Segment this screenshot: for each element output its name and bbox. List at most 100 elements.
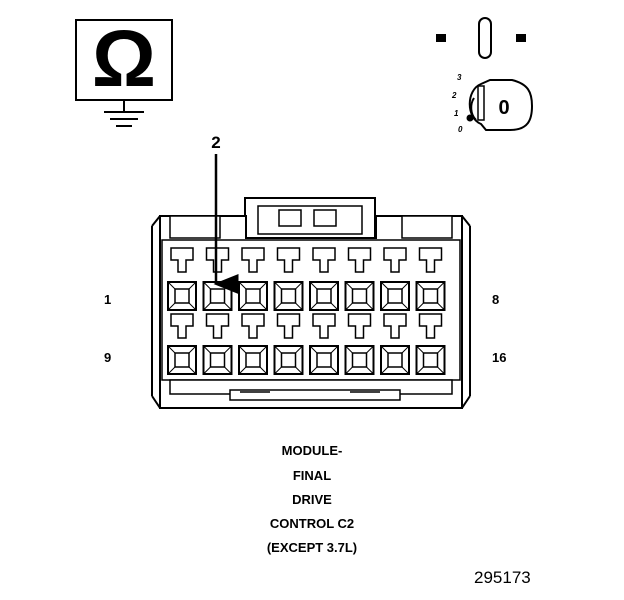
terminal-bevel-10-3 [224,366,232,375]
figure-number: 295173 [474,568,531,587]
terminal-inner-7 [387,288,403,304]
terminal-bevel-5-0 [309,281,318,290]
ignition-position-1: 1 [454,109,459,118]
terminal-bevel-5-3 [330,302,339,311]
terminal-bevel-2-2 [203,302,211,311]
terminal-lock-5 [312,247,336,273]
terminal-bevel-10-0 [203,345,211,354]
terminal-inner-6 [351,288,368,304]
ignition-switch-symbol: 0 3 2 1 0 [436,17,534,134]
ohmmeter-box [75,19,173,101]
terminal-lock-9 [170,313,194,339]
terminal-bevel-9-2 [167,366,176,375]
terminal-bevel-7-0 [380,281,389,290]
terminal-lock-8 [418,247,443,273]
terminal-bevel-2-0 [203,281,211,290]
terminal-lock-16 [418,313,443,339]
terminal-inner-12 [280,352,297,368]
terminal-bevel-12-0 [274,345,282,354]
caption-line-2: FINAL [292,468,332,483]
terminal-inner-9 [174,352,190,368]
key-position-label: 0 [498,97,509,119]
terminal-lock-3 [241,247,265,273]
terminal-bevel-12-3 [295,366,303,375]
terminal-inner-3 [245,288,261,304]
terminal-bevel-10-2 [203,366,211,375]
terminal-bevel-2-3 [224,302,232,311]
caption-line-1: MODULE- [281,443,343,458]
ignition-position-2: 2 [451,91,457,100]
terminal-bevel-1-3 [188,302,197,311]
latch-tab-right [313,209,337,227]
terminal-lock-1 [170,247,194,273]
terminal-bevel-16-1 [437,345,445,354]
ground-icon [104,111,144,127]
terminal-bevel-8-2 [416,302,424,311]
terminal-bevel-6-2 [345,302,353,311]
terminal-bevel-13-3 [330,366,339,375]
terminal-bevel-13-1 [330,345,339,354]
terminal-lock-4 [276,247,301,273]
pin-label-8: 8 [492,292,499,307]
terminal-bevel-10-1 [224,345,232,354]
terminal-bevel-16-0 [416,345,424,354]
terminal-bevel-16-2 [416,366,424,375]
ignition-position-0: 0 [458,125,463,134]
terminal-bevel-11-0 [238,345,247,354]
terminal-bevel-11-2 [238,366,247,375]
terminal-bevel-15-1 [401,345,410,354]
terminal-bevel-8-1 [437,281,445,290]
terminal-inner-16 [422,352,439,368]
battery-terminal-left [436,34,446,42]
terminal-bevel-13-2 [309,366,318,375]
terminal-bevel-8-0 [416,281,424,290]
terminal-bevel-3-2 [238,302,247,311]
terminal-bevel-15-3 [401,366,410,375]
terminal-inner-1 [174,288,190,304]
callout-number: 2 [211,133,220,152]
terminal-lock-11 [241,313,265,339]
terminal-bevel-11-3 [259,366,268,375]
terminal-bevel-3-3 [259,302,268,311]
terminal-bevel-14-3 [366,366,374,375]
connector-c2 [151,197,471,409]
terminal-bevel-15-0 [380,345,389,354]
terminal-inner-15 [387,352,403,368]
terminal-grid [167,247,446,375]
pin-label-1: 1 [104,292,111,307]
caption-line-4: CONTROL C2 [269,516,355,531]
terminal-bevel-5-2 [309,302,318,311]
terminal-inner-4 [280,288,297,304]
terminal-bevel-1-1 [188,281,197,290]
terminal-lock-15 [383,313,407,339]
terminal-lock-6 [347,247,372,273]
terminal-inner-2 [209,288,226,304]
ignition-pointer-dot [466,114,474,122]
terminal-bevel-7-3 [401,302,410,311]
terminal-bevel-3-0 [238,281,247,290]
caption-line-3: DRIVE [292,492,332,507]
ignition-key-icon: 0 [466,79,534,131]
ignition-position-3: 3 [457,73,462,82]
terminal-lock-12 [276,313,301,339]
terminal-bevel-13-0 [309,345,318,354]
terminal-inner-8 [422,288,439,304]
terminal-bevel-14-0 [345,345,353,354]
terminal-bevel-6-3 [366,302,374,311]
terminal-bevel-12-1 [295,345,303,354]
latch-tab-left [278,209,302,227]
terminal-lock-7 [383,247,407,273]
terminal-bevel-7-2 [380,302,389,311]
terminal-inner-5 [316,288,332,304]
pin-label-9: 9 [104,350,111,365]
terminal-inner-14 [351,352,368,368]
terminal-bevel-4-1 [295,281,303,290]
terminal-bevel-7-1 [401,281,410,290]
terminal-bevel-9-0 [167,345,176,354]
terminal-bevel-12-2 [274,366,282,375]
cable-end-icon [478,17,492,59]
terminal-inner-10 [209,352,226,368]
ohmmeter-symbol: Ω [75,14,173,127]
terminal-bevel-11-1 [259,345,268,354]
